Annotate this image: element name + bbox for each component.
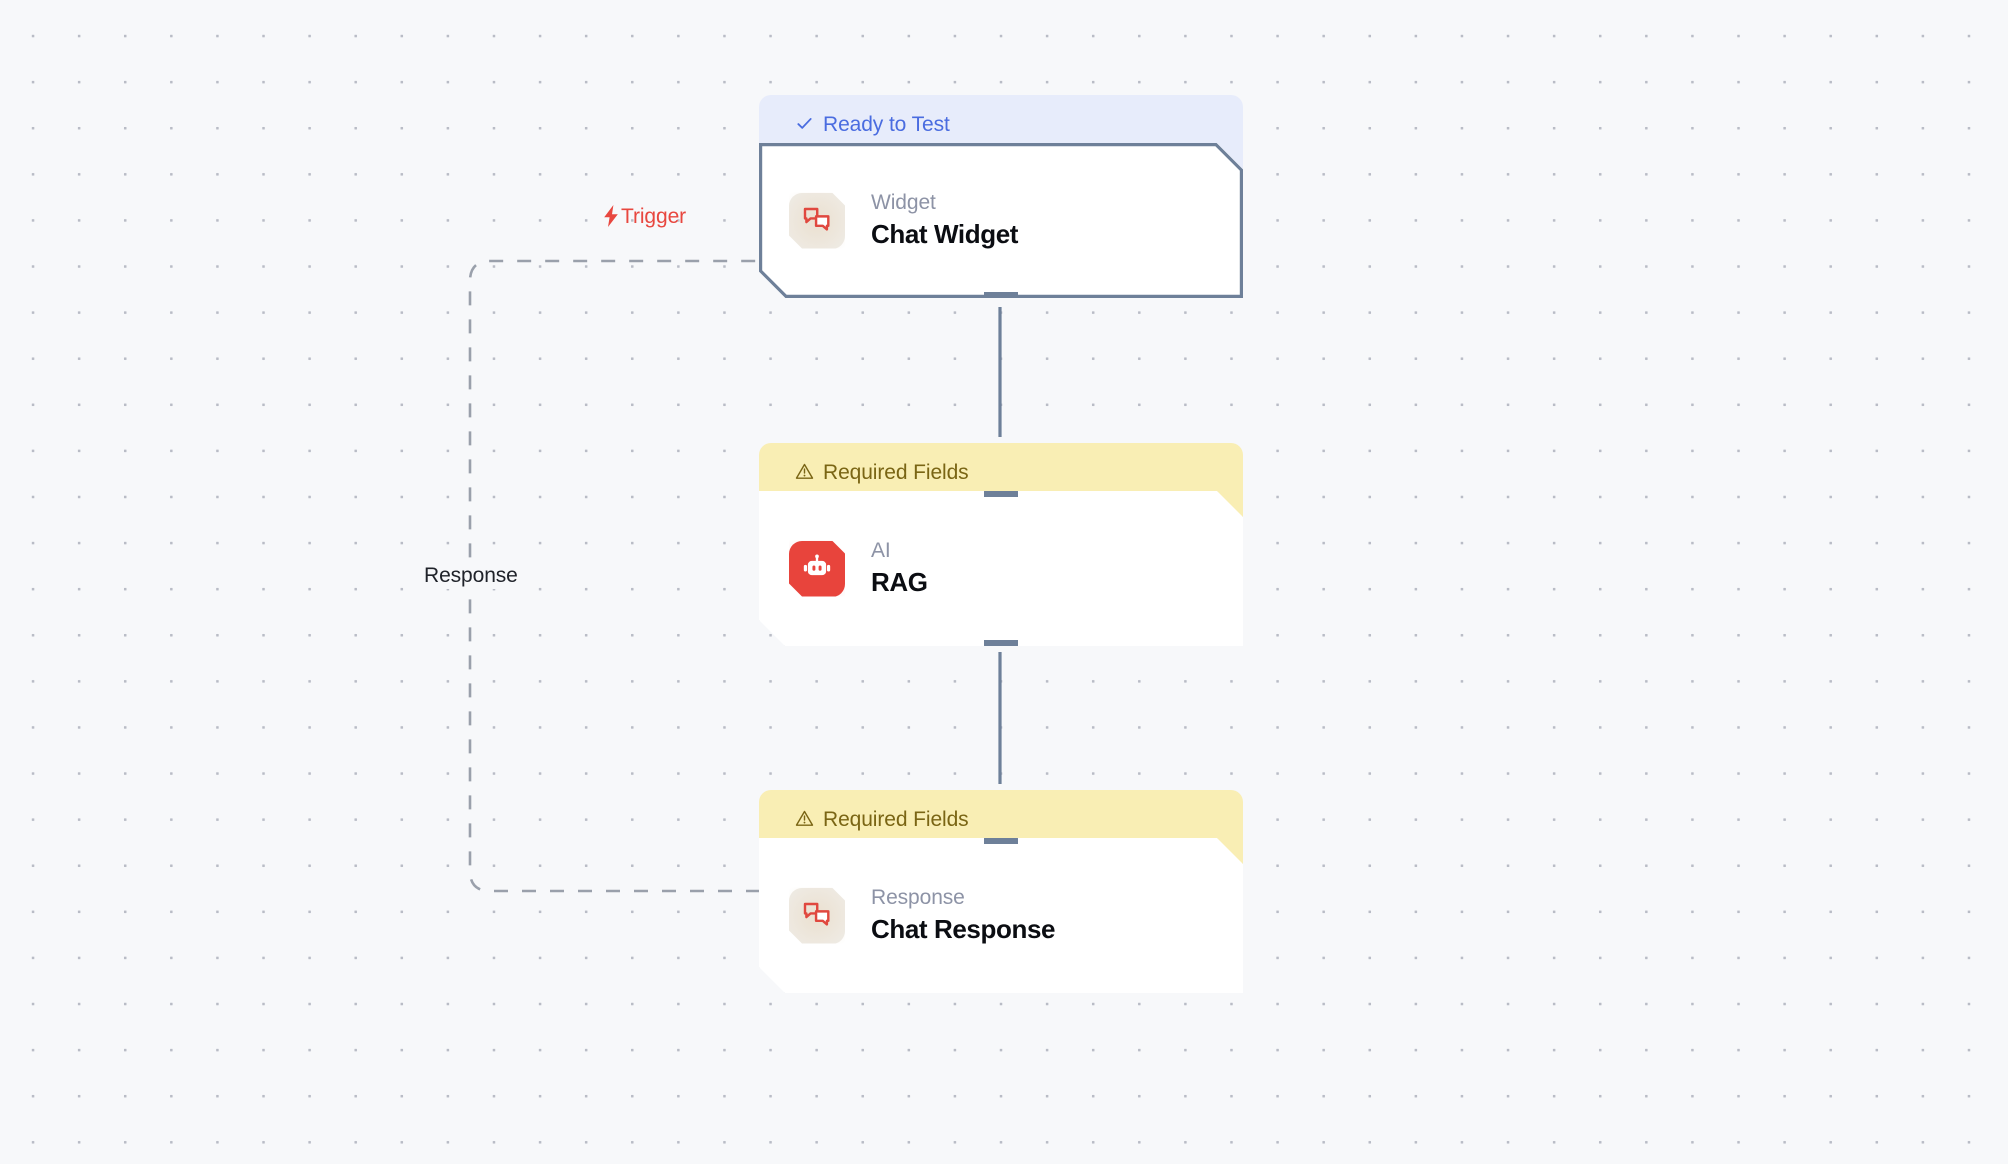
- icon-wrap-rag: [789, 541, 845, 597]
- node-title-label: Chat Response: [871, 914, 1056, 945]
- node-kind-label: Response: [871, 885, 965, 909]
- node-handle-source-bottom[interactable]: [984, 640, 1018, 652]
- robot-icon: [789, 541, 845, 597]
- node-title-label: Chat Widget: [871, 219, 1019, 250]
- chat-widget-node[interactable]: Ready to Test Widget Chat Widget: [759, 95, 1243, 298]
- status-badge-label: Required Fields: [823, 461, 969, 484]
- node-title-label: RAG: [871, 567, 928, 598]
- warning-triangle-icon: [795, 809, 814, 828]
- node-card-rag[interactable]: AI RAG: [759, 491, 1243, 646]
- node-kind-label: AI: [871, 538, 891, 562]
- icon-wrap-chat-response: [789, 888, 845, 944]
- rag-node[interactable]: Required Fields AI: [759, 443, 1243, 646]
- node-handle-source-bottom[interactable]: [984, 292, 1018, 304]
- check-icon: [795, 114, 814, 133]
- chat-bubbles-icon: [789, 888, 845, 944]
- edge-label-trigger: Trigger: [603, 205, 686, 227]
- status-badge-label: Required Fields: [823, 808, 969, 831]
- edge-label-response-text: Response: [424, 564, 518, 587]
- status-badge-label: Ready to Test: [823, 113, 950, 136]
- node-text-chat-widget: Widget Chat Widget: [871, 191, 1018, 250]
- node-text-chat-response: Response Chat Response: [871, 886, 1055, 945]
- node-kind-label: Widget: [871, 190, 936, 214]
- node-card-chat-widget[interactable]: Widget Chat Widget: [759, 143, 1243, 298]
- warning-triangle-icon: [795, 462, 814, 481]
- chat-response-node[interactable]: Required Fields Response Chat Response: [759, 790, 1243, 993]
- icon-wrap-chat-widget: [789, 193, 845, 249]
- edge-label-trigger-text: Trigger: [621, 204, 687, 228]
- chat-bubbles-icon: [789, 193, 845, 249]
- lightning-bolt-icon: [603, 205, 619, 227]
- node-text-rag: AI RAG: [871, 539, 928, 598]
- edge-label-response: Response: [418, 562, 524, 589]
- node-card-chat-response[interactable]: Response Chat Response: [759, 838, 1243, 993]
